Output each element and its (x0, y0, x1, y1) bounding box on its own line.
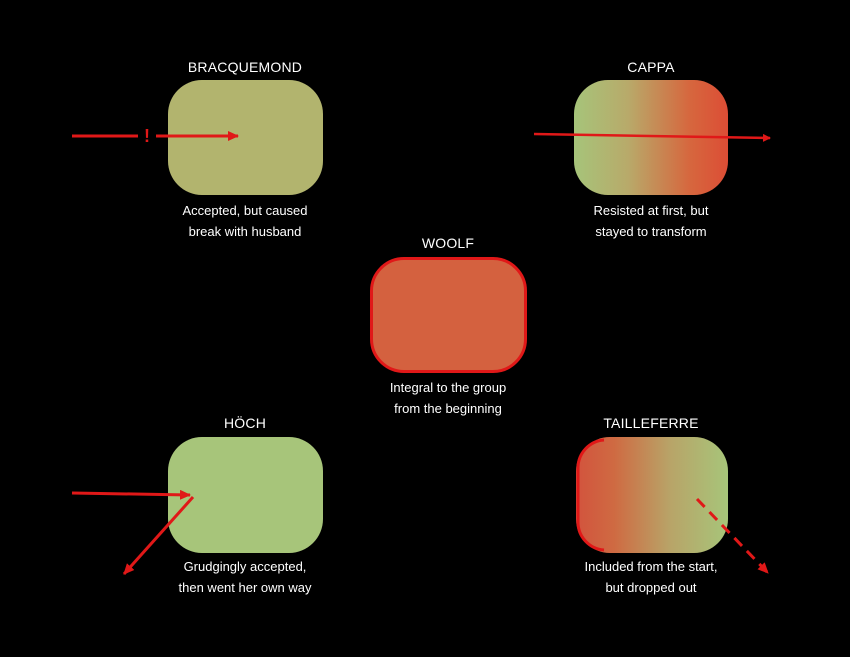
caption-line-2: from the beginning (394, 401, 502, 416)
caption-line-2: break with husband (188, 224, 302, 239)
caption-line-2: stayed to transform (595, 224, 707, 239)
node-caption-woolf: Integral to the group from the beginning (348, 377, 548, 419)
node-caption-cappa: Resisted at first, but stayed to transfo… (551, 200, 751, 242)
node-box-woolf (370, 257, 527, 373)
caption-line-2: but dropped out (605, 580, 697, 595)
node-title-cappa: CAPPA (627, 59, 675, 75)
node-title-hoch: HÖCH (223, 415, 267, 431)
node-box-bracquemond (168, 80, 323, 195)
node-title-tailleferre: TAILLEFERRE (603, 415, 699, 431)
caption-line-2: then went her own way (178, 580, 312, 595)
caption-line-1: Integral to the group (389, 380, 507, 395)
node-box-cappa (574, 80, 728, 195)
caption-line-1: Resisted at first, but (593, 203, 709, 218)
node-box-tailleferre (576, 437, 728, 553)
node-title-bracquemond: BRACQUEMOND (187, 59, 303, 75)
caption-line-1: Accepted, but caused (182, 203, 308, 218)
node-title-woolf: WOOLF (421, 235, 475, 251)
node-box-hoch (168, 437, 323, 553)
caption-line-1: Included from the start, (584, 559, 718, 574)
node-caption-hoch: Grudgingly accepted, then went her own w… (145, 556, 345, 598)
caption-line-1: Grudgingly accepted, (183, 559, 307, 574)
node-caption-tailleferre: Included from the start, but dropped out (551, 556, 751, 598)
node-caption-bracquemond: Accepted, but caused break with husband (145, 200, 345, 242)
warning-marker: ! (144, 126, 150, 146)
